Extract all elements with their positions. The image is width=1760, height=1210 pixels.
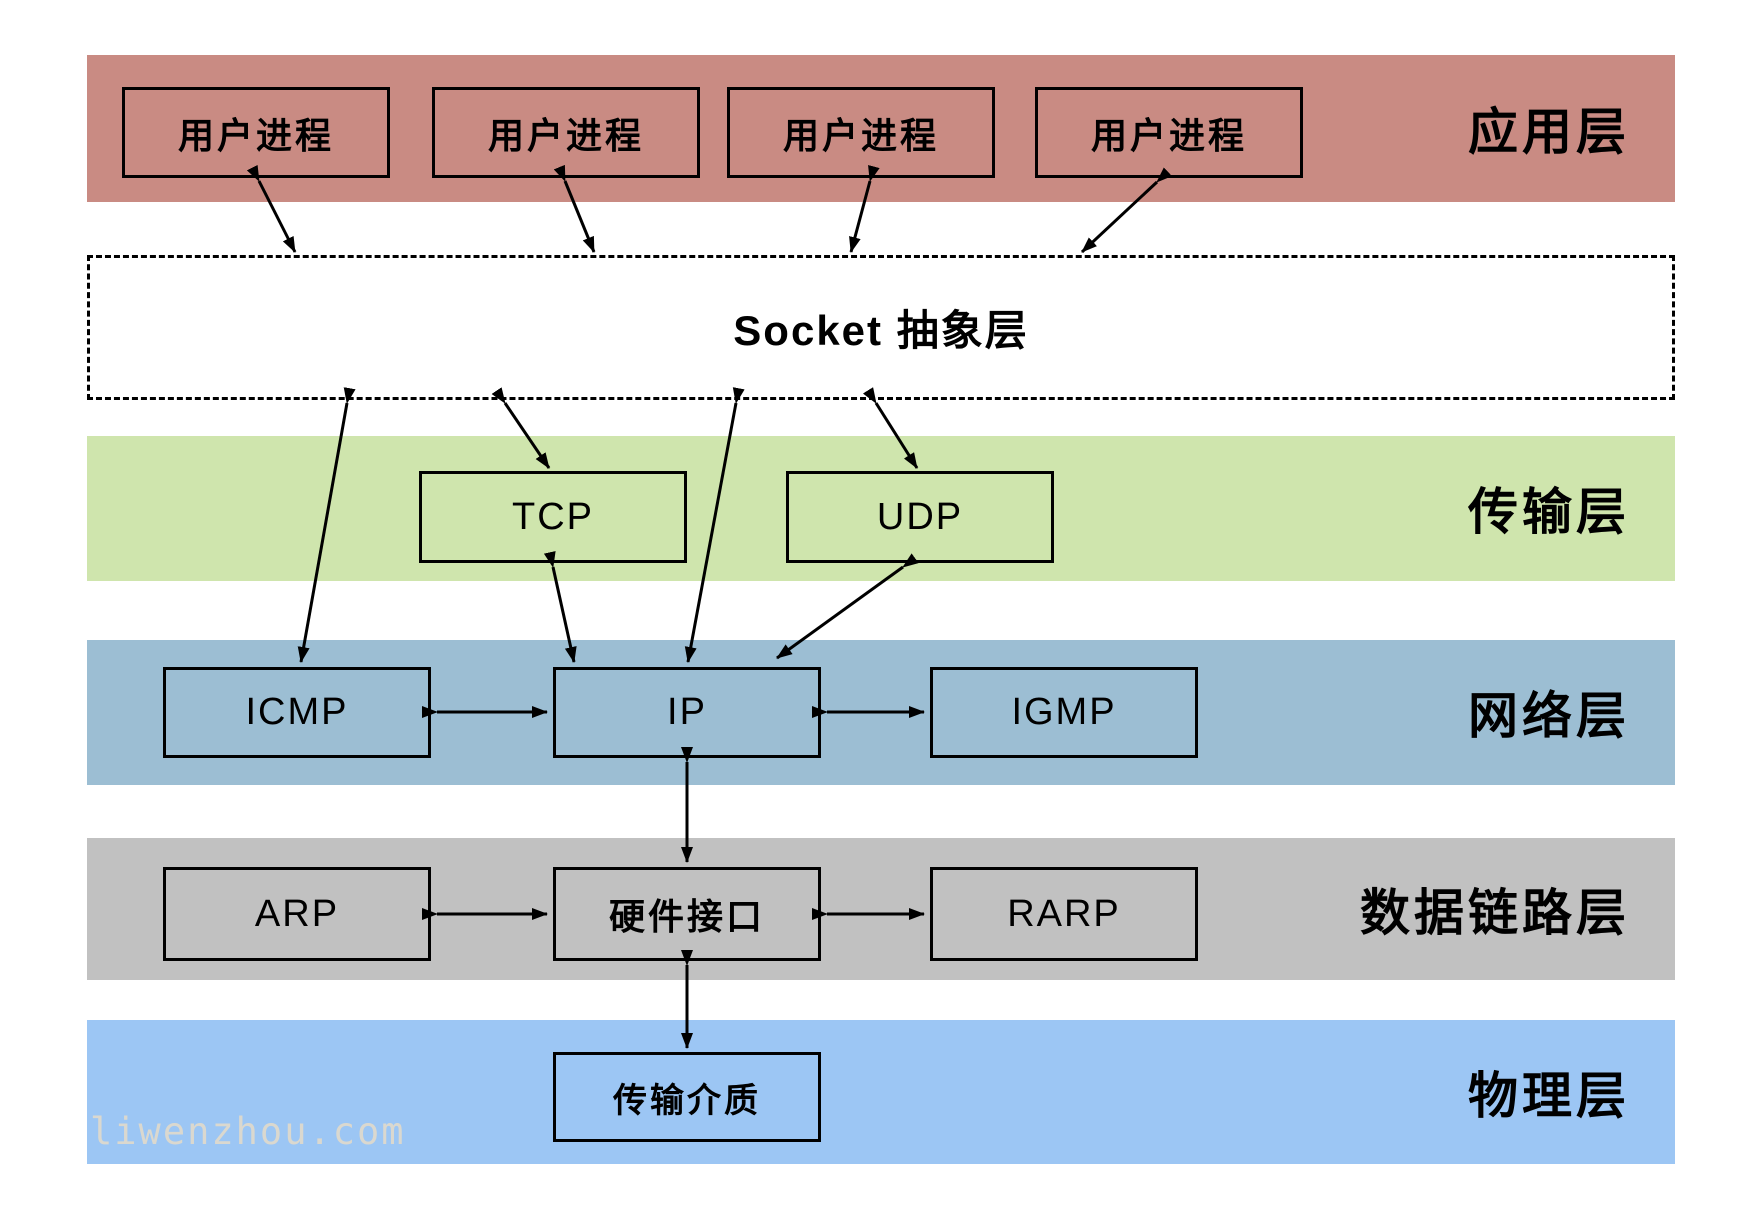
application-layer-label: 应用层 [1468, 104, 1630, 160]
user-process-box-4: 用户进程 [1035, 87, 1303, 178]
physical-layer-band [87, 1020, 1675, 1164]
transmission-medium-box: 传输介质 [553, 1052, 821, 1142]
user-process-box-1: 用户进程 [122, 87, 390, 178]
hardware-interface-box: 硬件接口 [553, 867, 821, 961]
watermark: liwenzhou.com [90, 1110, 406, 1153]
physical-layer-label: 物理层 [1468, 1068, 1630, 1124]
transport-layer-label: 传输层 [1468, 484, 1630, 540]
tcp-box: TCP [419, 471, 687, 563]
network-layer-label: 网络层 [1468, 688, 1630, 744]
rarp-box: RARP [930, 867, 1198, 961]
user-process-box-3: 用户进程 [727, 87, 995, 178]
arp-box: ARP [163, 867, 431, 961]
socket-abstraction-box: Socket 抽象层 [87, 255, 1675, 400]
udp-box: UDP [786, 471, 1054, 563]
igmp-box: IGMP [930, 667, 1198, 758]
user-process-box-2: 用户进程 [432, 87, 700, 178]
datalink-layer-label: 数据链路层 [1360, 885, 1630, 941]
icmp-box: ICMP [163, 667, 431, 758]
ip-box: IP [553, 667, 821, 758]
